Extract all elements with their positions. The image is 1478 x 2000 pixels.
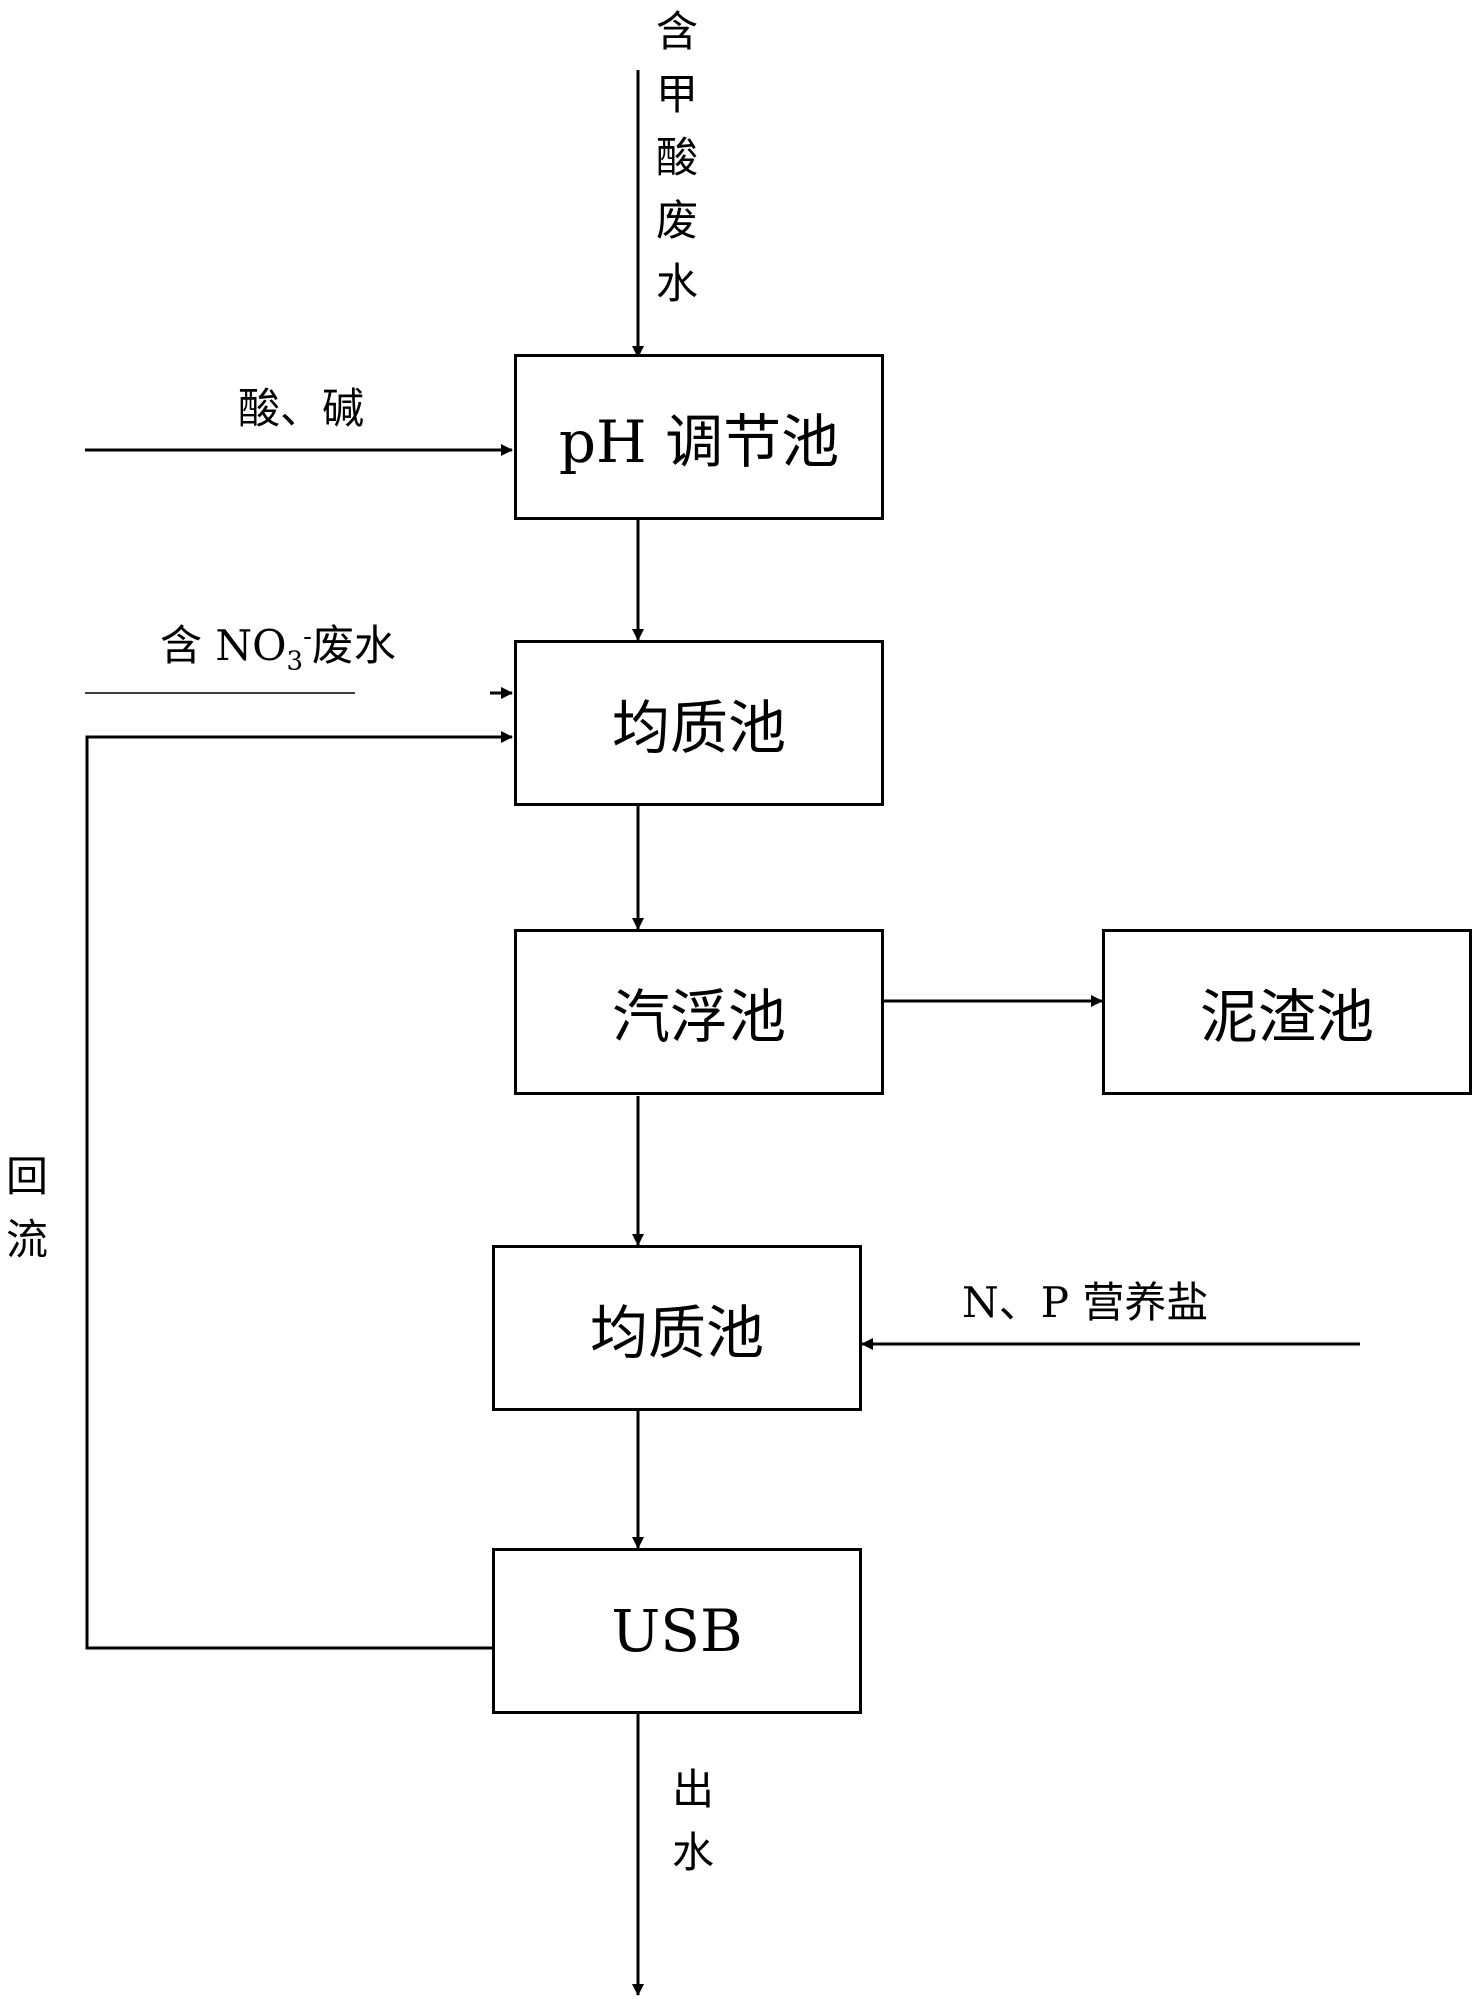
air-flotation-tank-label: 汽浮池 <box>611 983 786 1051</box>
air-flotation-tank: 汽浮池 <box>514 929 884 1095</box>
homogenizing-tank-2: 均质池 <box>492 1245 862 1411</box>
formic-acid-wastewater-label: 含 甲 酸 废 水 <box>655 7 698 308</box>
sludge-tank-label: 泥渣池 <box>1199 983 1374 1051</box>
recycle-label: 回 流 <box>5 1152 48 1264</box>
ph-adjustment-tank: pH 调节池 <box>514 354 884 520</box>
homogenizing-tank-2-label: 均质池 <box>589 1299 764 1367</box>
nutrients-label: N、P 营养盐 <box>962 1278 1209 1327</box>
effluent-label: 出 水 <box>671 1765 714 1877</box>
usb-reactor: USB <box>492 1548 862 1714</box>
nitrate-wastewater-label: 含 NO3-废水 <box>160 621 396 677</box>
homogenizing-tank-1: 均质池 <box>514 640 884 806</box>
sludge-tank: 泥渣池 <box>1102 929 1472 1095</box>
acid-base-label: 酸、碱 <box>238 384 365 433</box>
ph-adjustment-tank-label: pH 调节池 <box>558 408 840 476</box>
homogenizing-tank-1-label: 均质池 <box>611 694 786 762</box>
recycle-loop <box>85 731 513 1650</box>
usb-reactor-label: USB <box>611 1597 743 1665</box>
